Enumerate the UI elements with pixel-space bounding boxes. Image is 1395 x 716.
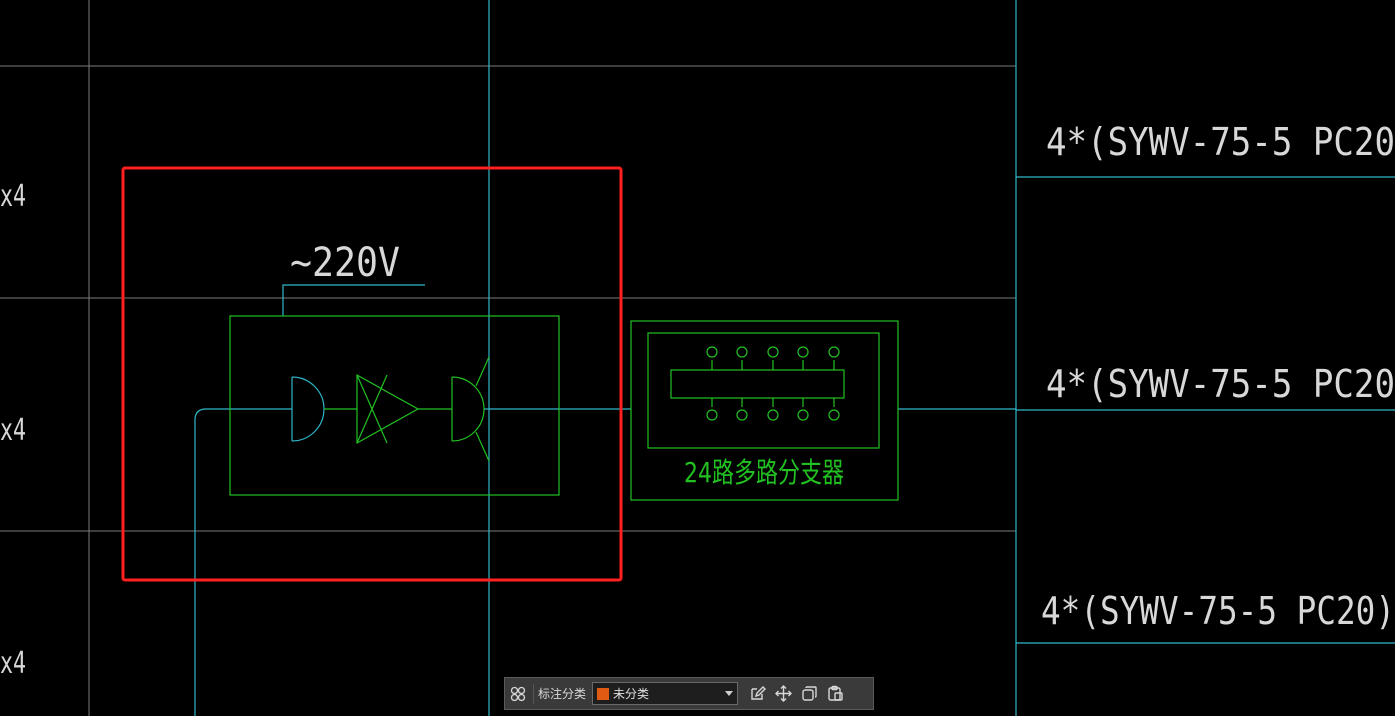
copy-icon[interactable] xyxy=(796,678,822,709)
splitter-tap-port xyxy=(706,409,718,421)
splitter-tap-port xyxy=(828,346,840,358)
paste-icon[interactable] xyxy=(822,678,848,709)
category-color-swatch xyxy=(597,687,610,700)
grid-lines xyxy=(0,0,1016,716)
grid-menu-icon[interactable] xyxy=(505,678,531,709)
left-label-3: x4 xyxy=(0,646,26,681)
voltage-label: ~220V xyxy=(290,240,400,286)
left-label-2: x4 xyxy=(0,413,26,448)
amplifier-symbol[interactable] xyxy=(229,315,560,496)
splitter-label: 24路多路分支器 xyxy=(684,456,844,489)
chevron-down-icon xyxy=(725,691,734,696)
splitter-tap-port xyxy=(767,409,779,421)
splitter-tap-port xyxy=(828,409,840,421)
cable-label-2: 4*(SYWV-75-5 PC20 xyxy=(1046,362,1395,406)
cable-label-1: 4*(SYWV-75-5 PC20 xyxy=(1046,120,1395,164)
move-icon[interactable] xyxy=(770,678,796,709)
splitter-tap-port xyxy=(706,346,718,358)
left-label-1: x4 xyxy=(0,179,26,214)
edit-note-icon[interactable] xyxy=(744,678,770,709)
category-selected-value: 未分类 xyxy=(613,687,650,701)
category-dropdown[interactable]: 未分类 xyxy=(592,682,739,705)
splitter-tap-port xyxy=(736,346,748,358)
splitter-tap-port xyxy=(736,409,748,421)
splitter-symbol[interactable] xyxy=(630,320,899,501)
annotation-toolbar: 标注分类 未分类 xyxy=(504,677,874,710)
category-label: 标注分类 xyxy=(538,687,587,701)
cable-label-3: 4*(SYWV-75-5 PC20) xyxy=(1041,589,1395,633)
splitter-tap-port xyxy=(797,409,809,421)
selection-highlight-box[interactable] xyxy=(121,166,623,582)
toolbar-divider xyxy=(533,683,534,704)
splitter-tap-port xyxy=(797,346,809,358)
splitter-tap-port xyxy=(767,346,779,358)
